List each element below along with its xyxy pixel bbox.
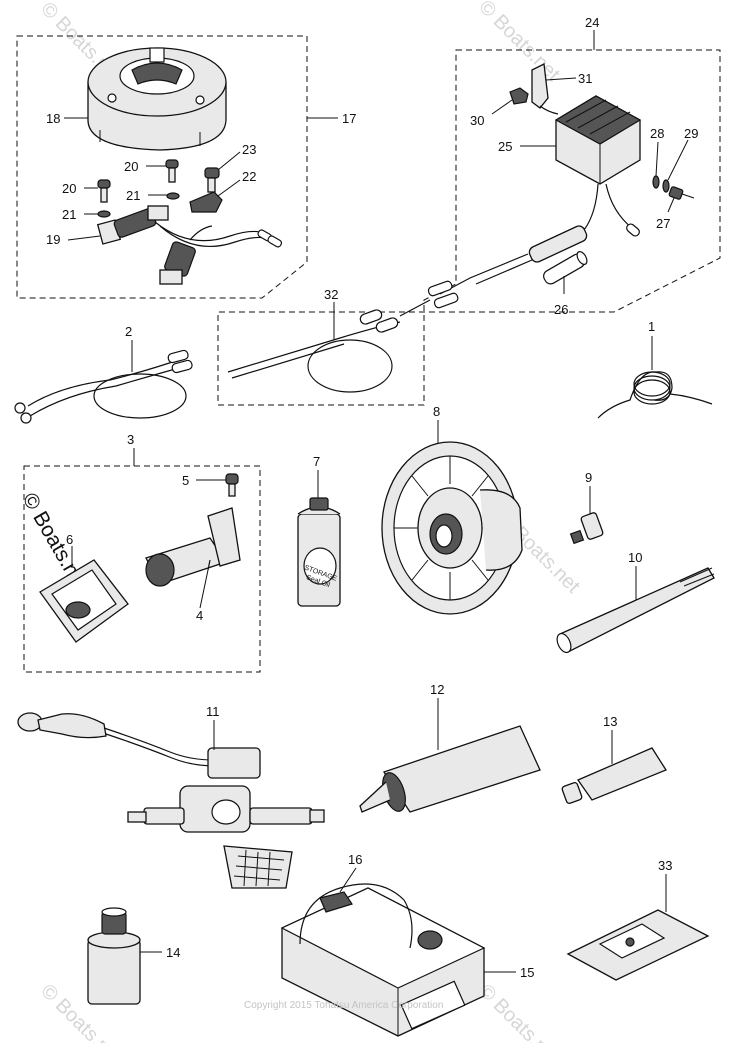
washer-21-a xyxy=(166,192,180,200)
pulley-8 xyxy=(381,441,523,615)
washer-28 xyxy=(652,175,660,189)
washer-29 xyxy=(662,179,670,193)
oil-can-7: STORAGE Seal Oil xyxy=(297,497,341,607)
label-30: 30 xyxy=(470,113,484,128)
fuel-tank-15 xyxy=(280,883,486,1037)
clamp-22 xyxy=(189,191,223,213)
label-4: 4 xyxy=(196,608,203,623)
label-21a: 21 xyxy=(126,188,140,203)
group-3-outline xyxy=(23,465,261,673)
leader-28 xyxy=(655,141,659,177)
leader-27 xyxy=(667,197,675,213)
label-28: 28 xyxy=(650,126,664,141)
label-29: 29 xyxy=(684,126,698,141)
label-9: 9 xyxy=(585,470,592,485)
label-26: 26 xyxy=(554,302,568,317)
connector-plug-a xyxy=(427,280,453,297)
label-5: 5 xyxy=(182,473,189,488)
label-27: 27 xyxy=(656,216,670,231)
screw-20-a xyxy=(165,159,179,183)
copyright-text: Copyright 2015 Tohatsu America Corporati… xyxy=(244,1000,443,1011)
screw-23 xyxy=(204,167,220,193)
label-14: 14 xyxy=(166,945,180,960)
label-23: 23 xyxy=(242,142,256,157)
leader-23 xyxy=(217,151,241,171)
bracket-31 xyxy=(531,63,559,115)
label-24: 24 xyxy=(585,15,599,30)
label-25: 25 xyxy=(498,139,512,154)
label-18: 18 xyxy=(46,111,60,126)
nut-30 xyxy=(509,87,529,105)
label-33: 33 xyxy=(658,858,672,873)
leader-22 xyxy=(217,179,241,197)
pouch-33 xyxy=(566,909,710,981)
spring-1 xyxy=(597,371,713,419)
leader-30 xyxy=(491,99,513,115)
label-31: 31 xyxy=(578,71,592,86)
label-2: 2 xyxy=(125,324,132,339)
label-10: 10 xyxy=(628,550,642,565)
watermark-top-right: © Boats.net xyxy=(474,0,564,86)
leader-31 xyxy=(545,77,577,81)
small-tube-13 xyxy=(561,747,667,804)
can-14 xyxy=(87,907,141,1005)
leader-4 xyxy=(199,569,209,609)
label-15: 15 xyxy=(520,965,534,980)
group-17-outline xyxy=(16,35,308,299)
leader-19 xyxy=(67,235,101,241)
label-20b: 20 xyxy=(62,181,76,196)
leader-29 xyxy=(667,139,689,181)
lever-4 xyxy=(145,507,241,587)
flywheel-18 xyxy=(87,47,227,151)
connector-plug-b xyxy=(433,292,459,309)
connector-lead xyxy=(626,223,640,237)
label-16: 16 xyxy=(348,852,362,867)
connector-wire xyxy=(439,253,533,295)
screw-20-b xyxy=(97,179,111,203)
watermark-bottom-right: © Boats.net xyxy=(474,980,564,1043)
label-19: 19 xyxy=(46,232,60,247)
washer-21-b xyxy=(97,210,111,218)
label-1: 1 xyxy=(648,319,655,334)
rod-10 xyxy=(556,567,715,654)
primer-11 xyxy=(17,712,325,889)
label-21b: 21 xyxy=(62,207,76,222)
label-13: 13 xyxy=(603,714,617,729)
label-22: 22 xyxy=(242,169,256,184)
cover-6 xyxy=(39,559,129,643)
label-12: 12 xyxy=(430,682,444,697)
label-32: 32 xyxy=(324,287,338,302)
grease-tube-12 xyxy=(359,725,541,813)
coil-19 xyxy=(96,205,283,285)
label-20a: 20 xyxy=(124,159,138,174)
screw-27 xyxy=(668,186,695,200)
rectifier-leads xyxy=(583,183,633,231)
connector-sleeve xyxy=(528,225,588,263)
label-6: 6 xyxy=(66,532,73,547)
rectifier-25 xyxy=(554,95,642,185)
leader-16 xyxy=(339,867,357,893)
group-24-outline xyxy=(217,49,721,406)
label-17: 17 xyxy=(342,111,356,126)
fuse-26 xyxy=(543,251,588,285)
label-7: 7 xyxy=(313,454,320,469)
screw-5 xyxy=(225,473,239,497)
sensor-9 xyxy=(569,512,604,545)
lead-wire-2 xyxy=(14,349,193,424)
label-3: 3 xyxy=(127,432,134,447)
label-11: 11 xyxy=(206,704,220,719)
harness-32 xyxy=(227,299,431,393)
label-8: 8 xyxy=(433,404,440,419)
